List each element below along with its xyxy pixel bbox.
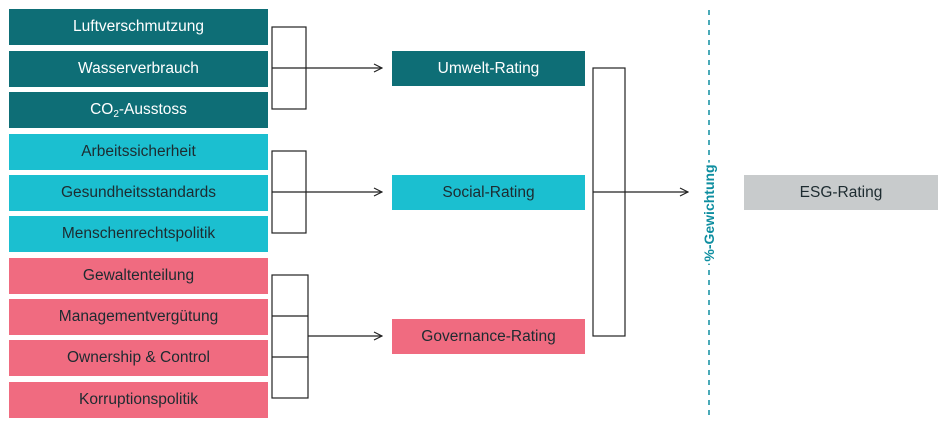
env-item-luftverschmutzung: Luftverschmutzung bbox=[9, 9, 268, 45]
gov-item-korruptionspolitik: Korruptionspolitik bbox=[9, 382, 268, 418]
env-item-co2: CO2-Ausstoss bbox=[9, 92, 268, 128]
weighting-label: %-Gewichtung bbox=[701, 162, 717, 264]
co2-label: CO2-Ausstoss bbox=[90, 100, 187, 120]
ratings-bracket bbox=[592, 67, 626, 337]
gov-item-ownership-control: Ownership & Control bbox=[9, 340, 268, 376]
gov-item-managementverguetung: Managementvergütung bbox=[9, 299, 268, 335]
social-item-arbeitssicherheit: Arbeitssicherheit bbox=[9, 134, 268, 170]
governance-rating-box: Governance-Rating bbox=[392, 319, 585, 354]
social-rating-box: Social-Rating bbox=[392, 175, 585, 210]
umwelt-rating-box: Umwelt-Rating bbox=[392, 51, 585, 86]
gov-item-gewaltenteilung: Gewaltenteilung bbox=[9, 258, 268, 294]
env-item-wasserverbrauch: Wasserverbrauch bbox=[9, 51, 268, 87]
gov-bracket bbox=[271, 274, 309, 399]
social-item-menschenrechtspolitik: Menschenrechtspolitik bbox=[9, 216, 268, 252]
social-item-gesundheitsstandards: Gesundheitsstandards bbox=[9, 175, 268, 211]
esg-rating-box: ESG-Rating bbox=[744, 175, 938, 210]
